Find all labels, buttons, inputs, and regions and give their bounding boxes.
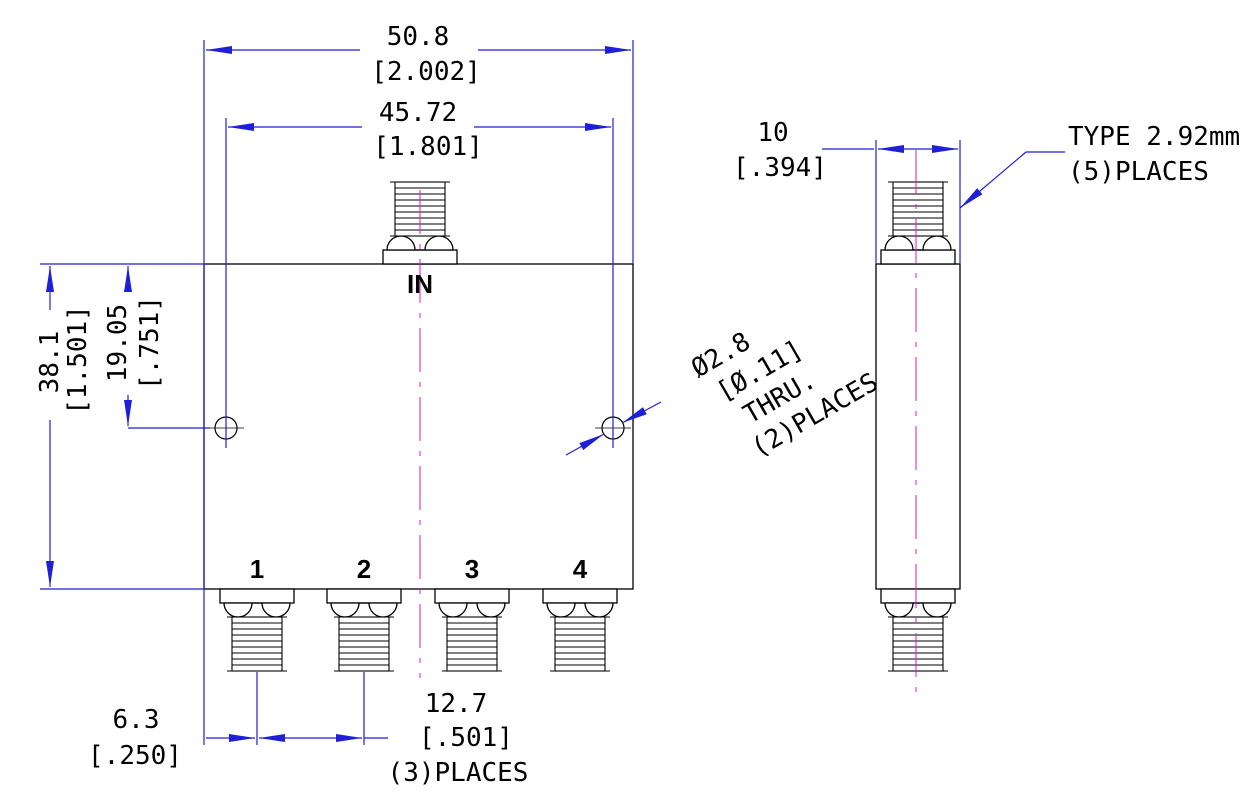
dimension-depth: 10 [.394] — [733, 118, 961, 264]
overall-width-inch: [2.002] — [371, 57, 481, 87]
port-offset-inch: [.250] — [88, 741, 182, 771]
output-connector-1 — [219, 588, 295, 672]
height-inch: [1.501] — [63, 305, 93, 415]
hole-height-inch: [.751] — [135, 296, 165, 390]
dimension-hole-height: 19.05 [.751] — [103, 266, 210, 429]
hole-spacing-inch: [1.801] — [373, 132, 483, 162]
port-label-in: IN — [407, 269, 433, 299]
side-connector-top — [880, 181, 956, 265]
connector-type-note: TYPE 2.92mm (5)PLACES — [959, 122, 1240, 209]
port-pitch-mm: 12.7 — [425, 689, 488, 719]
height-mm: 38.1 — [35, 331, 65, 394]
port-label-1: 1 — [250, 554, 264, 584]
port-offset-mm: 6.3 — [113, 705, 160, 735]
hole-spacing-mm: 45.72 — [379, 98, 457, 128]
port-label-2: 2 — [357, 554, 371, 584]
divider-body-side — [875, 263, 961, 590]
overall-width-mm: 50.8 — [387, 22, 450, 52]
divider-body-front — [203, 263, 634, 590]
side-connector-bottom — [880, 588, 956, 672]
port-label-4: 4 — [573, 554, 588, 584]
port-pitch-places: (3)PLACES — [388, 758, 529, 788]
depth-inch: [.394] — [733, 153, 827, 183]
connector-places: (5)PLACES — [1068, 157, 1209, 187]
dimension-overall-width: 50.8 [2.002] — [203, 22, 634, 745]
output-connector-4 — [542, 588, 618, 672]
port-pitch-inch: [.501] — [419, 723, 513, 753]
port-label-3: 3 — [465, 554, 479, 584]
connector-type: TYPE 2.92mm — [1068, 122, 1240, 152]
dimension-height: 38.1 [1.501] — [35, 263, 204, 590]
dimension-hole-spacing: 45.72 [1.801] — [225, 98, 614, 448]
hole-height-mm: 19.05 — [103, 304, 133, 382]
dimension-port-pitch: 6.3 [.250] 12.7 [.501] (3)PLACES — [88, 672, 528, 788]
depth-mm: 10 — [757, 118, 788, 148]
output-connector-3 — [434, 588, 510, 672]
output-connector-2 — [326, 588, 402, 672]
